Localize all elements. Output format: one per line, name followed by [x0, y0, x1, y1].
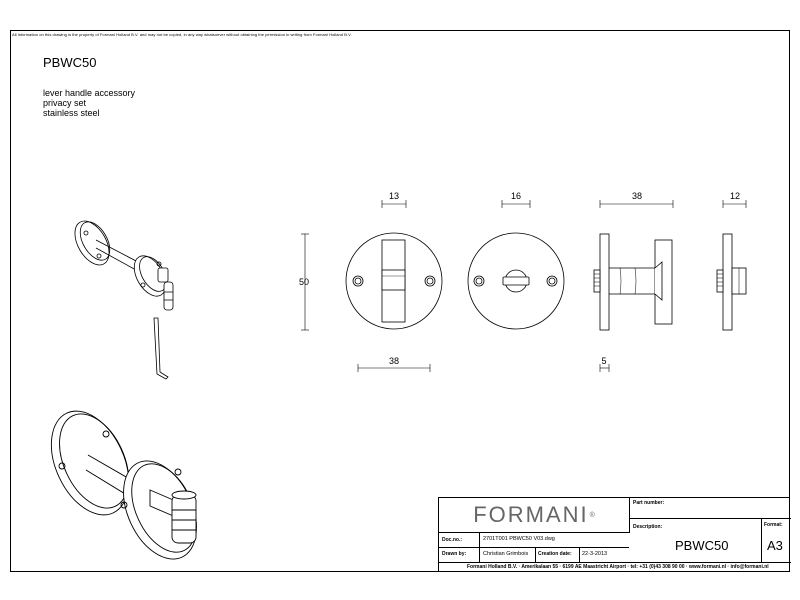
format-label: Format: — [764, 522, 783, 528]
formani-logo: FORMANI® — [439, 498, 630, 533]
dimension-50: 50 — [298, 277, 310, 287]
description-value: PBWC50 — [675, 538, 729, 553]
doc-number-value: 2701T001 PBWC50 V03.dwg — [483, 536, 555, 542]
logo-text: FORMANI — [473, 502, 589, 527]
drawn-by-value: Christian Grimbois — [483, 551, 529, 557]
side-view-indicator — [716, 233, 747, 331]
isometric-view-large — [50, 410, 197, 560]
front-view-lever — [345, 232, 443, 330]
description-line-2: privacy set — [43, 98, 87, 108]
copyright-notice: All information on this drawing is the p… — [12, 32, 352, 37]
part-number-label: Part number: — [633, 500, 665, 506]
isometric-view-small — [74, 220, 174, 380]
product-code-title: PBWC50 — [43, 55, 97, 70]
dimension-5: 5 — [601, 356, 607, 366]
drawn-by-label: Drawn by: — [442, 551, 467, 557]
creation-date-label: Creation date: — [538, 551, 572, 557]
dimension-13: 13 — [388, 191, 400, 201]
front-view-indicator — [467, 232, 565, 330]
description-line-1: lever handle accessory — [43, 88, 136, 98]
company-footer: Formani Holland B.V. · Amerikalaan 55 · … — [467, 564, 769, 570]
dimension-38-bottom: 38 — [388, 356, 400, 366]
doc-number-label: Doc.no.: — [442, 537, 462, 543]
product-description: lever handle accessory privacy set stain… — [43, 88, 135, 118]
title-block: FORMANI® Part number: Description: PBWC5… — [438, 497, 791, 572]
drawing-sheet-border — [10, 30, 790, 572]
description-label: Description: — [633, 524, 663, 530]
dimension-38-top: 38 — [631, 191, 643, 201]
dimension-lines — [301, 200, 747, 372]
format-value: A3 — [767, 538, 783, 553]
dimension-16: 16 — [510, 191, 522, 201]
dimension-12: 12 — [729, 191, 741, 201]
logo-registered-mark: ® — [589, 511, 595, 519]
creation-date-value: 22-3-2013 — [582, 551, 608, 557]
description-line-3: stainless steel — [43, 108, 100, 118]
side-view-lever — [593, 233, 673, 331]
